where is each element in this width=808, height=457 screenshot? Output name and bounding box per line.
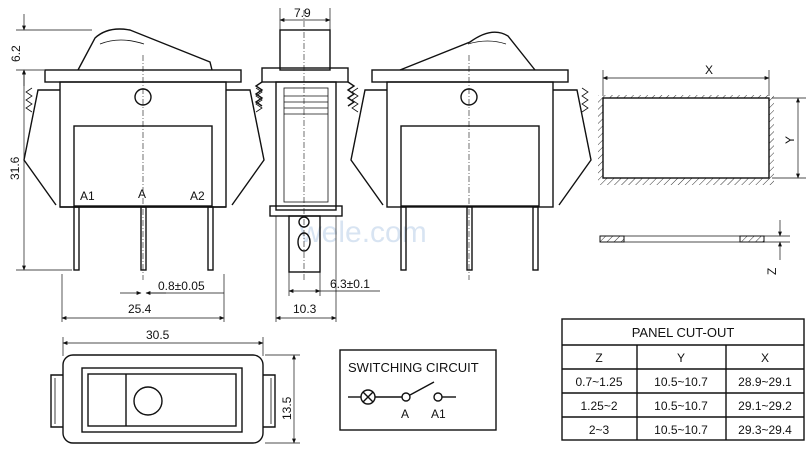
table-cell: 10.5~10.7: [654, 375, 708, 389]
quick-connect-tab: [288, 215, 321, 273]
side-body: [275, 81, 337, 211]
dim-label-10-3: 10.3: [293, 302, 317, 316]
dim-label-25-4: 25.4: [128, 302, 152, 316]
right-snap-clip: [226, 89, 265, 206]
switch-contact: [409, 381, 435, 396]
left-snap-clip: [23, 89, 60, 206]
pin-a1: [73, 206, 80, 271]
pin-a2: [207, 206, 214, 271]
table-cell: 29.1~29.2: [738, 399, 792, 413]
table-cell: 1.25~2: [580, 399, 617, 413]
table-header-z: Z: [595, 351, 602, 365]
bottom-view: 30.5 13.5: [50, 328, 300, 444]
back-window: [400, 125, 540, 207]
pin-a: [140, 206, 147, 271]
dim-label-z: Z: [765, 268, 779, 275]
bottom-inner: [87, 373, 237, 427]
terminal-label-a: A: [138, 187, 146, 201]
table-cell: 10.5~10.7: [654, 399, 708, 413]
side-actuator: [279, 29, 331, 71]
dim-label-tab-width: 6.3±0.1: [330, 277, 370, 291]
dim-label-6-2: 6.2: [9, 45, 23, 62]
dim-label-13-5: 13.5: [280, 396, 294, 420]
dim-label-31-6: 31.6: [8, 156, 22, 180]
bottom-frame: [81, 367, 243, 433]
terminal-a-node: [401, 392, 411, 402]
dim-label-y: Y: [783, 136, 797, 144]
watermark-text: wele.com: [299, 216, 427, 249]
front-view: A1 A A2 6.2 31.6 0.8±0.05 25.4: [8, 14, 265, 322]
table-cell: 28.9~29.1: [738, 375, 792, 389]
terminal-a1-node: [433, 392, 443, 402]
switching-circuit-box: SWITCHING CIRCUIT A A1: [339, 349, 497, 431]
table-cell: 0.7~1.25: [575, 375, 622, 389]
back-flange: [371, 69, 569, 83]
bottom-clip-left: [50, 374, 63, 428]
back-rocker-actuator: [399, 31, 536, 71]
circuit-label-a: A: [401, 407, 409, 421]
circuit-label-a1: A1: [431, 407, 446, 421]
dim-label-pin-width: 0.8±0.05: [158, 279, 205, 293]
bottom-led-hole: [133, 386, 163, 416]
table-cell: 10.5~10.7: [654, 423, 708, 437]
side-base: [269, 205, 343, 217]
rocker-pivot-arc: [99, 39, 145, 45]
terminal-label-a1: A1: [80, 189, 95, 203]
panel-section-left: [599, 235, 625, 243]
panel-cutout-hole: [602, 97, 770, 179]
bottom-clip-right: [263, 374, 276, 428]
dim-label-7-9: 7.9: [294, 6, 311, 20]
panel-cutout-table: PANEL CUT-OUT Z Y X 0.7~1.25 10.5~10.7 2…: [561, 318, 805, 441]
table-cell: 2~3: [589, 423, 610, 437]
table-cell: 29.3~29.4: [738, 423, 792, 437]
bottom-outer: [62, 354, 264, 444]
panel-cutout-view: X Y Z: [598, 63, 806, 275]
table-header-y: Y: [677, 351, 685, 365]
dim-label-30-5: 30.5: [146, 328, 170, 342]
side-view: 7.9 6.3±0.1 10.3: [254, 6, 380, 322]
table-title: PANEL CUT-OUT: [632, 325, 735, 340]
panel-section-right: [739, 235, 765, 243]
back-view: [350, 31, 592, 280]
side-inner: [283, 87, 329, 203]
back-body: [386, 81, 554, 208]
side-ribs: [284, 95, 328, 115]
switching-circuit-title: SWITCHING CIRCUIT: [348, 360, 479, 375]
dim-label-x: X: [705, 63, 713, 77]
table-header-x: X: [761, 351, 769, 365]
rocker-actuator: [77, 28, 213, 71]
terminal-label-a2: A2: [190, 189, 205, 203]
